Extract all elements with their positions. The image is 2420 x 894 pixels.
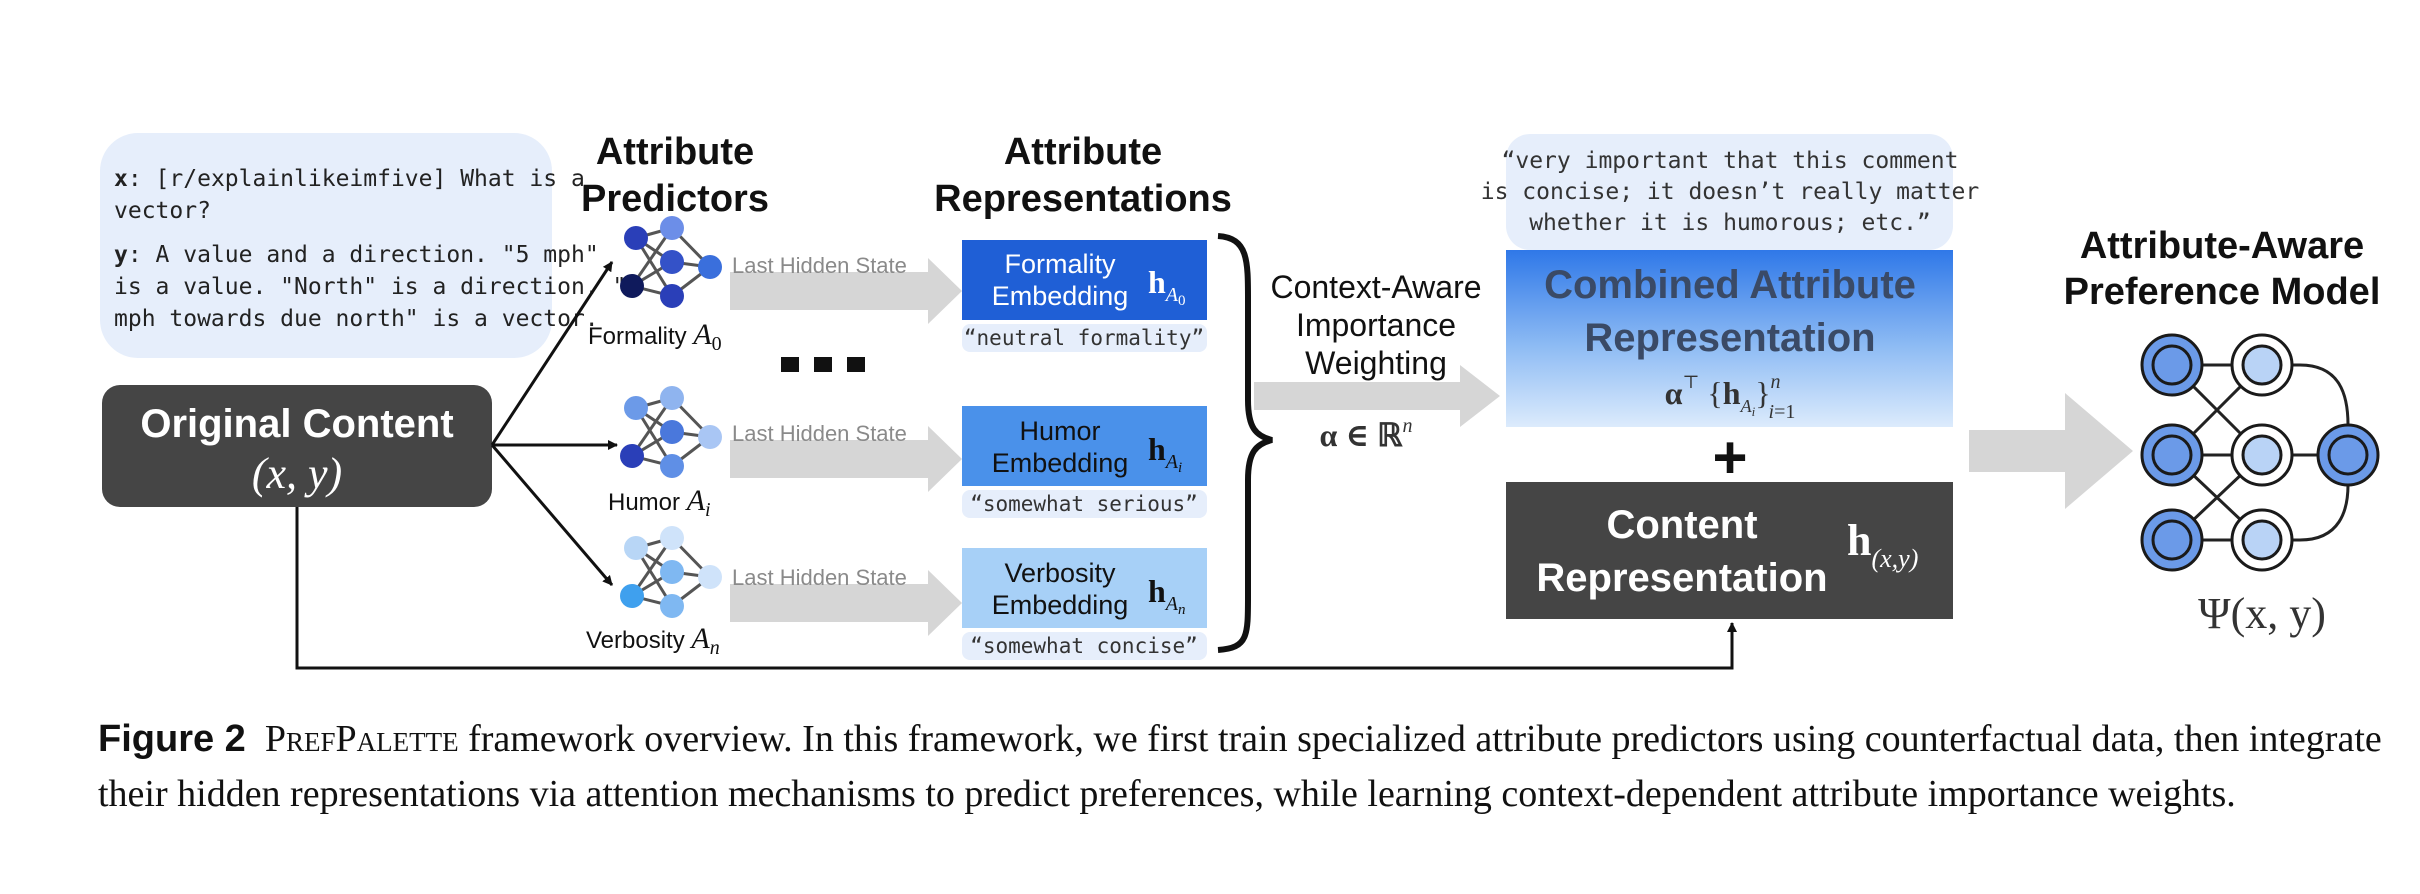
preference-model-network-icon	[2140, 333, 2380, 572]
formality-predictor-label: Formality A0	[588, 318, 722, 355]
formality-predictor-icon	[620, 216, 722, 308]
original-content-box: Original Content (x, y)	[102, 385, 492, 507]
attribute-predictors-header-1: Attribute	[596, 131, 754, 173]
hidden-state-arrow-3: Last Hidden State	[730, 565, 962, 636]
svg-text:hA0: hA0	[1148, 264, 1186, 309]
caption-label: Figure 2	[98, 718, 246, 760]
caption-text: framework overview. In this framework, w…	[98, 718, 2382, 815]
example-x-text: : [r/explainlikeimfive] What is a	[128, 166, 585, 192]
weighting-block: Context-Aware Importance Weighting α ∈ ℝ…	[1254, 269, 1500, 453]
formality-embedding: Formality Embedding hA0 “neutral formali…	[962, 240, 1207, 352]
preference-model-header-2: Preference Model	[2064, 271, 2381, 313]
grouping-brace	[1217, 233, 1273, 653]
attribute-representations-header-2: Representations	[934, 178, 1232, 220]
ellipsis	[781, 357, 865, 372]
content-representation-box: Content Representation h(x,y)	[1506, 482, 1953, 619]
verbosity-embedding: Verbosity Embedding hAn “somewhat concis…	[962, 548, 1207, 660]
example-y-text2: is a value. "North" is a direction. "5	[114, 274, 640, 300]
svg-text:Embedding: Embedding	[992, 281, 1129, 311]
alpha-formula: α ∈ ℝn	[1320, 415, 1413, 453]
svg-text:Formality: Formality	[1004, 249, 1116, 279]
svg-text:Humor: Humor	[1019, 416, 1100, 446]
example-y-text1: : A value and a direction. "5 mph"	[128, 242, 599, 268]
example-box: x: [r/explainlikeimfive] What is a vecto…	[100, 133, 654, 358]
svg-text:Embedding: Embedding	[992, 448, 1129, 478]
humor-predictor-icon	[620, 386, 722, 478]
svg-text:Importance: Importance	[1296, 307, 1456, 343]
svg-text:hAi: hAi	[1148, 431, 1182, 476]
svg-text:is concise; it doesn’t really: is concise; it doesn’t really matter	[1481, 179, 1980, 205]
output-arrow	[1969, 393, 2133, 509]
svg-text:h(x,y): h(x,y)	[1847, 516, 1918, 573]
hidden-state-arrow-2: Last Hidden State	[730, 421, 962, 492]
example-y-text3: mph towards due north" is a vector.	[114, 306, 599, 332]
svg-text:whether it is humorous; etc.”: whether it is humorous; etc.”	[1529, 210, 1931, 236]
humor-predictor-label: Humor Ai	[608, 484, 711, 521]
preference-model-header-1: Attribute-Aware	[2080, 225, 2364, 267]
humor-quote: “somewhat serious”	[970, 492, 1198, 516]
svg-text:Representation: Representation	[1584, 316, 1875, 360]
hidden-state-arrow-1: Last Hidden State	[730, 253, 962, 324]
plus-sign: +	[1712, 424, 1747, 491]
hidden-state-label-1: Last Hidden State	[732, 253, 907, 278]
svg-text:x: [r/explainlikeimfive] What: x: [r/explainlikeimfive] What is a vecto…	[114, 166, 654, 332]
attribute-predictors-header-2: Predictors	[581, 178, 769, 220]
original-content-formula: (x, y)	[252, 449, 342, 498]
verbosity-predictor-label: Verbosity An	[586, 622, 720, 659]
preference-model-formula: Ψ(x, y)	[2198, 589, 2326, 638]
humor-embedding: Humor Embedding hAi “somewhat serious”	[962, 406, 1207, 518]
combined-attribute-box: Combined Attribute Representation α⊤ {hA…	[1506, 250, 1953, 427]
framework-diagram: x: [r/explainlikeimfive] What is a vecto…	[100, 131, 2381, 670]
example-x-text2: vector?	[114, 198, 211, 224]
svg-text:Combined Attribute: Combined Attribute	[1544, 263, 1916, 307]
example-y-key: y	[114, 242, 128, 268]
svg-text:Representation: Representation	[1536, 556, 1827, 600]
caption-framework-name: PrefPalette	[264, 718, 459, 760]
formality-quote: “neutral formality”	[964, 326, 1204, 350]
example-x-key: x	[114, 166, 128, 192]
original-content-title: Original Content	[140, 402, 453, 446]
verbosity-quote: “somewhat concise”	[970, 634, 1198, 658]
verbosity-predictor-icon	[620, 526, 722, 618]
svg-text:Verbosity: Verbosity	[1004, 558, 1116, 588]
hidden-state-label-3: Last Hidden State	[732, 565, 907, 590]
svg-text:Content: Content	[1606, 503, 1757, 547]
svg-text:“very important that this comm: “very important that this comment	[1502, 148, 1959, 174]
hidden-state-label-2: Last Hidden State	[732, 421, 907, 446]
context-quote-box: “very important that this comment is con…	[1481, 134, 1980, 250]
figure-caption: Figure 2 PrefPalette framework overview.…	[98, 712, 2398, 822]
svg-text:Embedding: Embedding	[992, 590, 1129, 620]
svg-text:hAn: hAn	[1148, 573, 1186, 618]
attribute-representations-header-1: Attribute	[1004, 131, 1162, 173]
fanout-arrows	[295, 261, 1737, 670]
svg-text:Weighting: Weighting	[1305, 345, 1447, 381]
svg-text:Context-Aware: Context-Aware	[1270, 269, 1481, 305]
